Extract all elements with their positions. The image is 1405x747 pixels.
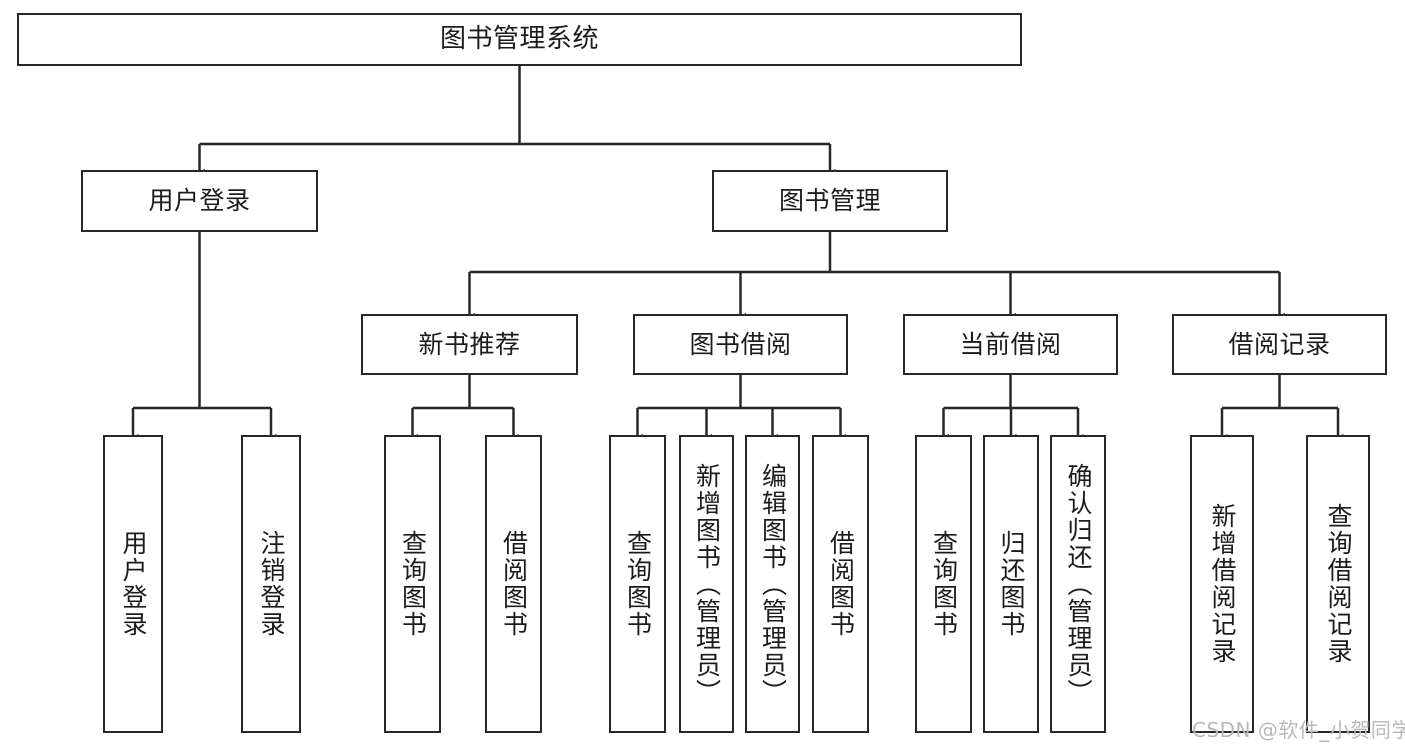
node-label-vertical: 查询图书 <box>623 530 653 638</box>
node-label: 用户登录 <box>148 186 251 216</box>
node-label: 借阅记录 <box>1228 329 1331 359</box>
node-label-vertical: 查询借阅记录 <box>1324 503 1353 665</box>
node-label-vertical: 归还图书 <box>997 530 1026 638</box>
node-label-vertical: 查询图书 <box>929 530 959 638</box>
node-label-vertical: 借阅图书 <box>499 530 529 638</box>
node-leaf-注销登录[interactable]: 注销登录 <box>241 435 301 733</box>
node-leaf-借阅图书-2[interactable]: 借阅图书 <box>812 435 869 733</box>
node-label: 当前借阅 <box>959 329 1062 359</box>
node-leaf-用户登录[interactable]: 用户登录 <box>103 435 163 733</box>
node-label-vertical: 借阅图书 <box>826 530 856 638</box>
node-leaf-确认归还管理员[interactable]: 确认归还（管理员） <box>1050 435 1106 733</box>
node-root-label: 图书管理系统 <box>439 24 599 55</box>
node-leaf-归还图书[interactable]: 归还图书 <box>983 435 1039 733</box>
node-leaf-查询图书-2[interactable]: 查询图书 <box>609 435 666 733</box>
edge-group <box>127 66 1344 444</box>
node-label-vertical: 新增借阅记录 <box>1208 503 1237 665</box>
node-l3-当前借阅[interactable]: 当前借阅 <box>903 314 1118 375</box>
node-leaf-查询图书-3[interactable]: 查询图书 <box>915 435 972 733</box>
watermark: CSDN @软件_小贺同学 <box>1192 718 1405 742</box>
node-root[interactable]: 图书管理系统 <box>17 13 1022 66</box>
node-leaf-编辑图书管理员[interactable]: 编辑图书（管理员） <box>745 435 800 733</box>
node-l2-用户登录[interactable]: 用户登录 <box>81 170 318 232</box>
node-label-vertical: 注销登录 <box>257 530 286 638</box>
node-leaf-新增借阅记录[interactable]: 新增借阅记录 <box>1190 435 1254 733</box>
node-label: 图书管理 <box>778 186 881 216</box>
node-label-vertical: 查询图书 <box>398 530 428 638</box>
node-label-vertical: 新增图书（管理员） <box>692 462 722 706</box>
node-label: 图书借阅 <box>689 329 792 359</box>
node-label: 新书推荐 <box>418 329 521 359</box>
node-label-vertical: 用户登录 <box>119 530 148 638</box>
node-leaf-新增图书管理员[interactable]: 新增图书（管理员） <box>679 435 734 733</box>
node-leaf-查询图书[interactable]: 查询图书 <box>384 435 441 733</box>
node-l3-图书借阅[interactable]: 图书借阅 <box>633 314 848 375</box>
node-label-vertical: 编辑图书（管理员） <box>758 462 788 706</box>
node-l3-借阅记录[interactable]: 借阅记录 <box>1172 314 1387 375</box>
node-l2-图书管理[interactable]: 图书管理 <box>712 170 948 232</box>
node-leaf-借阅图书[interactable]: 借阅图书 <box>485 435 542 733</box>
node-label-vertical: 确认归还（管理员） <box>1064 462 1093 706</box>
node-leaf-查询借阅记录[interactable]: 查询借阅记录 <box>1306 435 1370 733</box>
node-l3-新书推荐[interactable]: 新书推荐 <box>361 314 578 375</box>
